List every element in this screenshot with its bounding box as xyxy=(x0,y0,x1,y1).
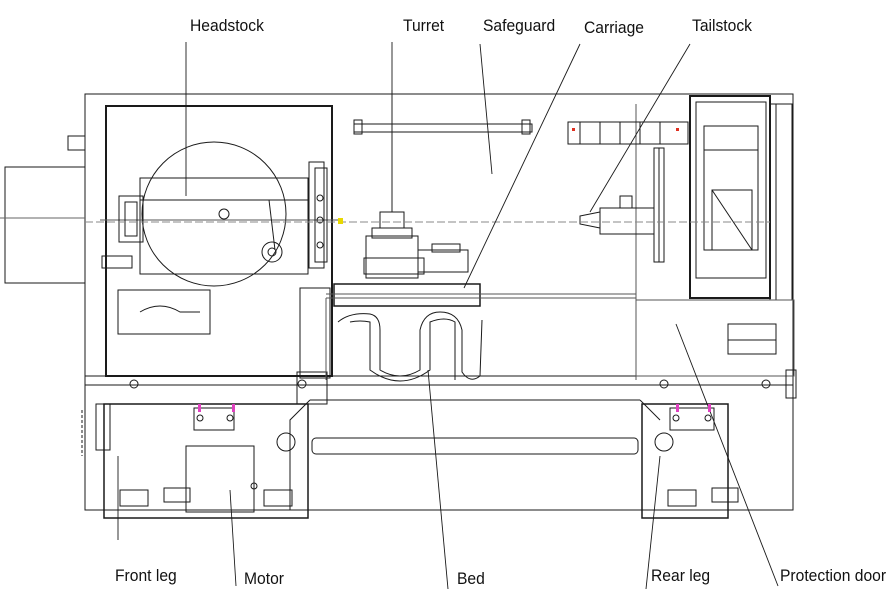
label-safeguard: Safeguard xyxy=(483,16,556,35)
label-tailstock: Tailstock xyxy=(692,16,752,35)
label-headstock: Headstock xyxy=(190,16,264,35)
accent-marks xyxy=(198,128,711,412)
label-motor: Motor xyxy=(244,569,284,588)
headstock xyxy=(100,105,340,405)
label-rear-leg: Rear leg xyxy=(651,566,711,585)
leader-lines xyxy=(117,42,779,589)
motor-housing xyxy=(0,135,86,284)
machine-body xyxy=(84,93,794,511)
bed xyxy=(289,311,661,510)
guard-rod xyxy=(353,119,533,135)
label-carriage: Carriage xyxy=(584,18,644,37)
label-bed: Bed xyxy=(457,569,485,588)
rear-leg xyxy=(641,369,797,519)
motor-box xyxy=(185,445,255,513)
tailstock xyxy=(567,95,793,355)
protection-door xyxy=(635,299,795,377)
front-leg xyxy=(81,379,309,519)
turret xyxy=(363,90,469,279)
label-front-leg: Front leg xyxy=(115,566,177,585)
carriage xyxy=(326,283,636,307)
label-turret: Turret xyxy=(403,16,445,35)
label-protection-door: Protection door xyxy=(780,566,887,585)
